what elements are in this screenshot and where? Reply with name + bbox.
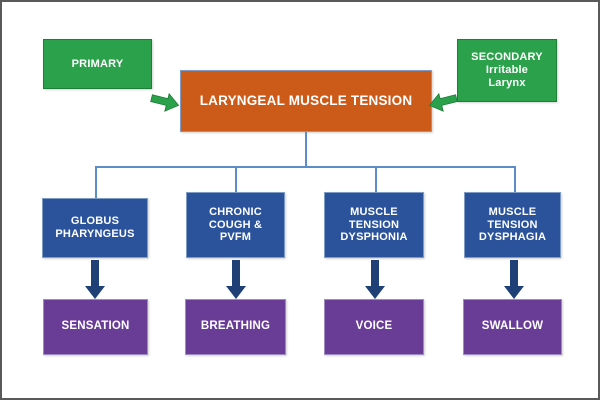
arrow-primary-to-root-icon [150, 92, 180, 112]
condition-box-3[interactable]: MUSCLE TENSION DYSPHONIA [324, 192, 424, 258]
outcome-box-4[interactable]: SWALLOW [463, 299, 562, 355]
condition-box-2[interactable]: CHRONIC COUGH & PVFM [186, 192, 285, 258]
outcome-label-2: BREATHING [200, 320, 271, 333]
outcome-box-1[interactable]: SENSATION [43, 299, 148, 355]
node-laryngeal-muscle-tension[interactable]: LARYNGEAL MUSCLE TENSION [180, 70, 432, 132]
arrow-secondary-to-root-icon [428, 92, 458, 112]
arrow-down-icon-2 [226, 260, 246, 299]
connector-drop-3 [375, 166, 377, 198]
outcome-label-1: SENSATION [61, 320, 130, 333]
outcome-box-2[interactable]: BREATHING [185, 299, 286, 355]
condition-box-4[interactable]: MUSCLE TENSION DYSPHAGIA [464, 192, 561, 258]
arrow-down-icon-1 [85, 260, 105, 299]
node-primary-label: PRIMARY [71, 57, 124, 70]
node-primary[interactable]: PRIMARY [43, 39, 152, 89]
connector-drop-2 [235, 166, 237, 198]
arrow-down-icon-3 [365, 260, 385, 299]
node-secondary[interactable]: SECONDARY Irritable Larynx [457, 39, 557, 102]
connector-root-stem [305, 132, 307, 167]
condition-label-1: GLOBUS PHARYNGEUS [55, 215, 135, 240]
connector-horizontal-bus [95, 166, 515, 168]
connector-drop-4 [514, 166, 516, 198]
condition-label-3: MUSCLE TENSION DYSPHONIA [340, 205, 408, 244]
condition-label-2: CHRONIC COUGH & PVFM [208, 205, 263, 244]
node-root-label: LARYNGEAL MUSCLE TENSION [199, 93, 413, 109]
outcome-label-3: VOICE [355, 320, 393, 333]
outcome-label-4: SWALLOW [481, 320, 544, 333]
arrow-down-icon-4 [504, 260, 524, 299]
condition-box-1[interactable]: GLOBUS PHARYNGEUS [42, 198, 148, 258]
outcome-box-3[interactable]: VOICE [324, 299, 424, 355]
node-secondary-label: SECONDARY Irritable Larynx [471, 51, 543, 89]
condition-label-4: MUSCLE TENSION DYSPHAGIA [478, 205, 547, 244]
connector-drop-1 [95, 166, 97, 198]
